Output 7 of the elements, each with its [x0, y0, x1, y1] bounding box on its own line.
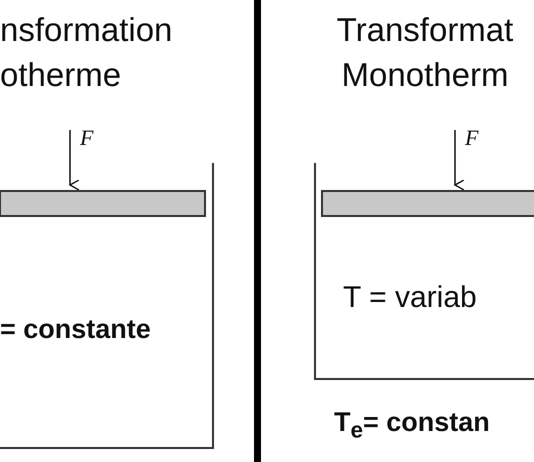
- state-label: = constante: [0, 313, 151, 346]
- heading: nsformation otherme: [0, 10, 174, 95]
- state-label: T$_{e}$= constan: [334, 406, 490, 444]
- force-label: F: [465, 124, 478, 152]
- force-label: F: [80, 124, 94, 152]
- state-label: T = variab: [343, 280, 477, 316]
- heading: Transformat Monotherm: [336, 10, 514, 95]
